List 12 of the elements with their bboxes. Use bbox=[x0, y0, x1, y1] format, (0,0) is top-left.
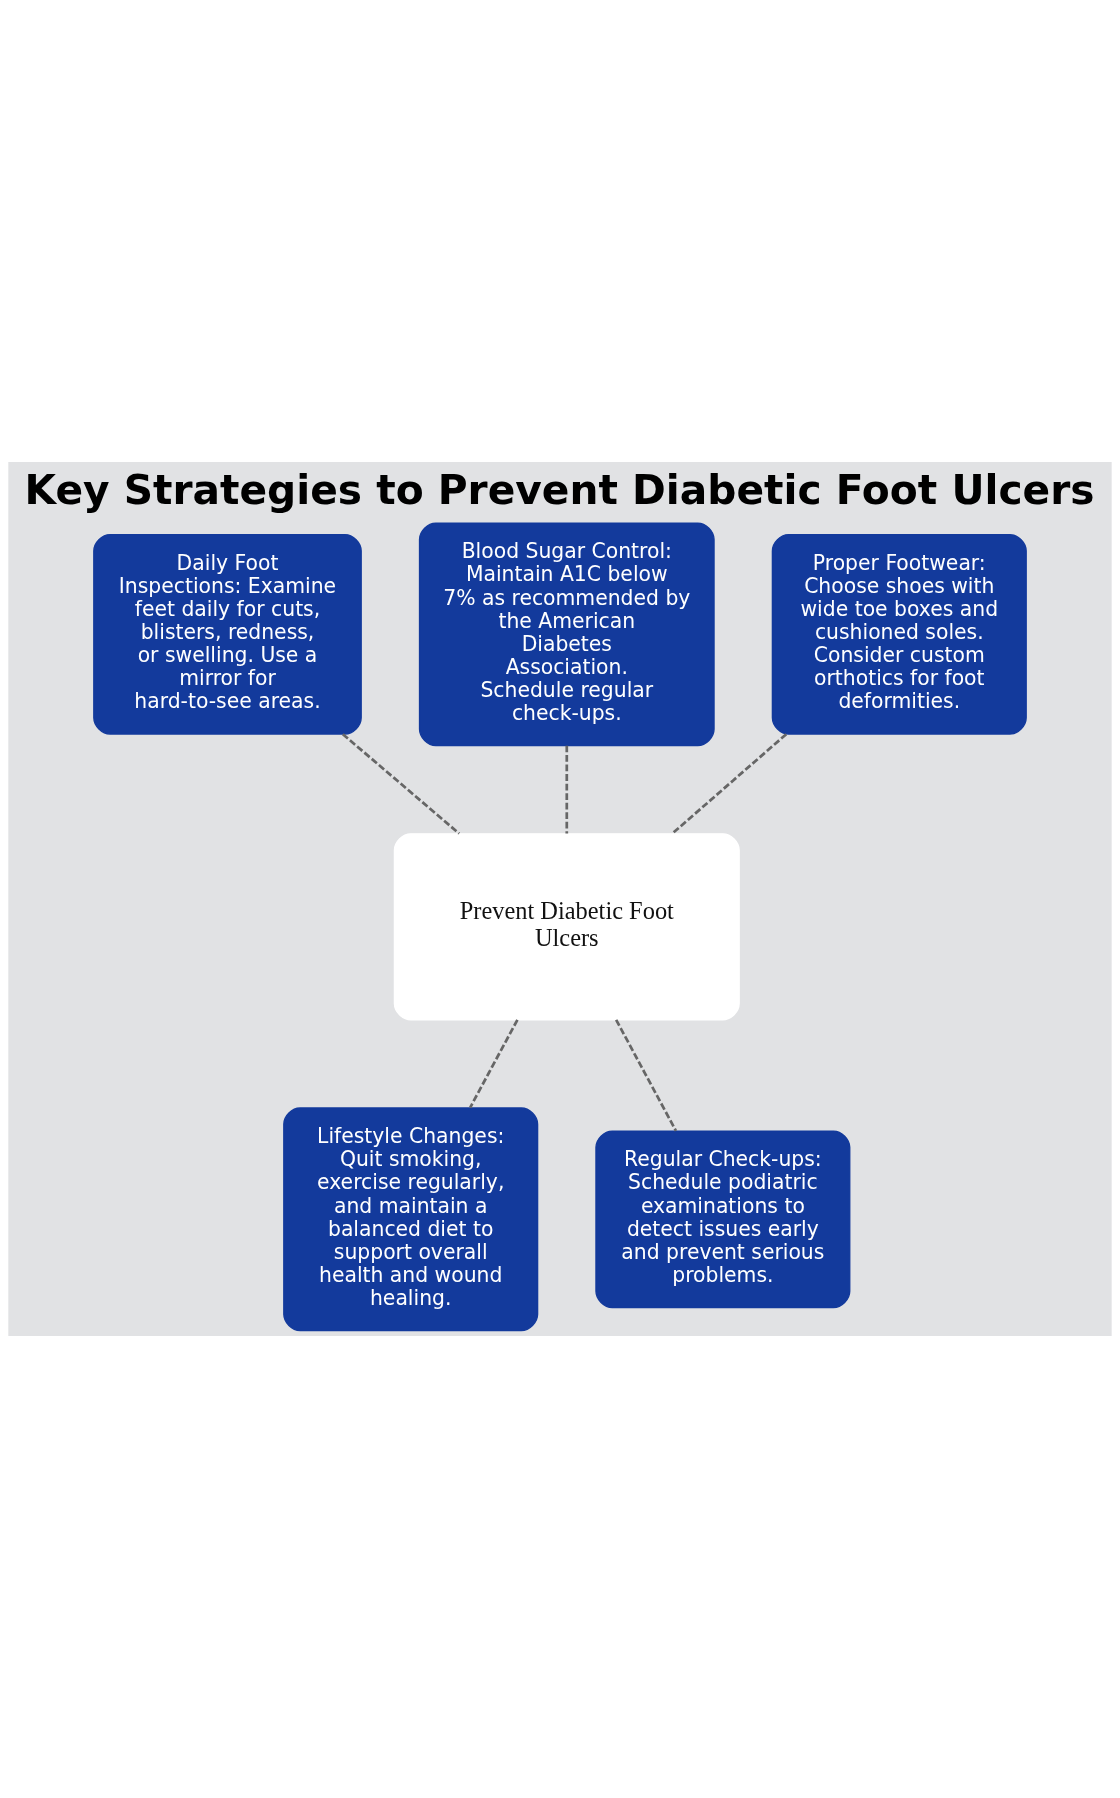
node-box: Regular Check-ups: Schedule podiatric examinations to detect issues early and prevent serious problems. bbox=[595, 1130, 851, 1309]
node-box: Daily Foot Inspections: Examine feet daily for cuts, blisters, redness, or swelling. Use a mirror for hard-to-see areas. bbox=[93, 533, 362, 735]
node-box: Prevent Diabetic Foot Ulcers bbox=[393, 833, 740, 1021]
connector bbox=[565, 745, 569, 834]
connector bbox=[671, 733, 788, 835]
node-box: Blood Sugar Control: Maintain A1C below 7% as recommended by the American Diabetes Association. Schedule regular check-ups. bbox=[418, 522, 715, 747]
connector bbox=[341, 733, 461, 835]
connector bbox=[468, 1019, 519, 1109]
diagram-title: Key Strategies to Prevent Diabetic Foot Ulcers bbox=[24, 466, 1095, 515]
node-box: Lifestyle Changes: Quit smoking, exercise regularly, and maintain a balanced diet to support overall health and wound healing. bbox=[283, 1107, 539, 1332]
connector bbox=[614, 1019, 678, 1132]
node-box: Proper Footwear: Choose shoes with wide toe boxes and cushioned soles. Consider custom orthotics for foot deformities. bbox=[771, 533, 1027, 735]
